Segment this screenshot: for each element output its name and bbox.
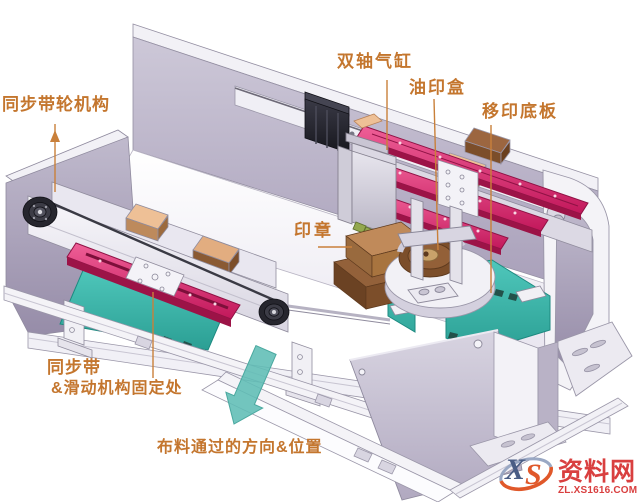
belt-top-edge: [39, 196, 275, 302]
xs-logo-letter-x: X: [505, 453, 526, 486]
stepper-motor: [304, 91, 355, 154]
xs-logo-letter-s: S: [525, 458, 542, 491]
arm-mount-plate: [437, 159, 479, 218]
oil-print-box: [384, 197, 496, 319]
belt-pulley-left: [22, 196, 58, 228]
slide-carriage: [125, 256, 185, 297]
watermark-site-url: ZL.XS1616.COM: [558, 485, 638, 496]
watermark-site-name: 资料网: [558, 458, 637, 486]
dual-axis-cylinder: [337, 132, 397, 239]
label-sync-belt-line2: &滑动机构固定处: [51, 380, 183, 397]
xs-logo-ellipse-icon: [499, 457, 553, 492]
tan-block-on-conveyor-1: [125, 203, 169, 242]
conveyor-assembly: [22, 181, 321, 407]
right-support-column: [469, 331, 567, 467]
base-right-edge-rail: [449, 397, 629, 499]
label-cloth-direction: 布料通过的方向&位置: [157, 439, 323, 456]
label-sync-belt-line1: 同步带: [47, 358, 101, 377]
label-pad-print-base-plate: 移印底板: [482, 102, 558, 121]
label-dual-axis-cylinder: 双轴气缸: [337, 52, 413, 71]
cloth-direction-arrow-icon: [225, 344, 277, 425]
annotation-leader-lines: [50, 80, 492, 378]
label-belt-wheel-mechanism: 同步带轮机构: [2, 95, 110, 114]
label-oil-print-box: 油印盒: [409, 78, 466, 97]
right-wall-foot-flange: [555, 321, 633, 397]
belt-pulley-right: [258, 298, 290, 326]
pad-print-arm: [353, 113, 593, 255]
oil-box-front-plate: [407, 282, 459, 304]
watermark: X S 资料网 ZL.XS1616.COM: [498, 452, 640, 502]
label-stamp: 印章: [294, 221, 334, 240]
brown-block-on-gantry: [464, 127, 511, 166]
